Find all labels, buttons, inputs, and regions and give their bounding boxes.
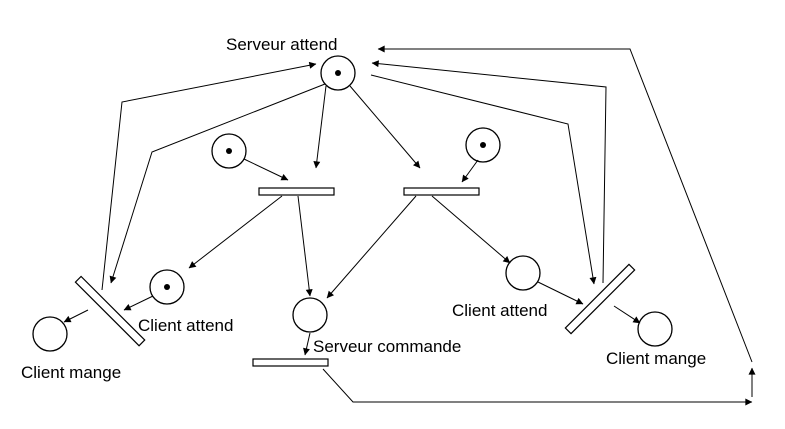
arc-request-right-to-commande	[461, 159, 479, 183]
arc-serveur-to-commande-left	[313, 85, 327, 169]
arc-serveur-to-manger-left	[109, 83, 326, 284]
transition-manger-left	[74, 275, 146, 347]
arc-servir-to-bottom	[322, 368, 753, 406]
label-client-attend-left: Client attend	[138, 316, 233, 335]
arc-commande-left-to-serveur-commande	[297, 195, 313, 297]
token-client-request-left	[226, 148, 232, 154]
label-client-mange-right: Client mange	[606, 349, 706, 368]
place-serveur-commande	[292, 297, 328, 333]
arc-client-attend-to-manger-right	[537, 281, 584, 305]
label-client-mange-left: Client mange	[21, 363, 121, 382]
place-client-request-right	[465, 127, 501, 163]
place-client-mange-right	[637, 311, 673, 347]
arc-client-attend-to-manger-left	[123, 295, 154, 311]
transition-manger-right	[564, 263, 636, 335]
arc-serveur-to-commande-right	[349, 85, 421, 169]
arc-serveur-commande-to-servir	[303, 332, 311, 356]
arc-manger-left-to-serveur	[101, 61, 317, 291]
arc-commande-left-to-client-attend	[188, 195, 283, 269]
place-client-attend-left	[149, 269, 185, 305]
place-client-mange-left	[32, 316, 68, 352]
arc-commande-right-to-serveur-commande	[326, 195, 417, 299]
place-client-attend-right	[505, 255, 541, 291]
arc-manger-right-to-client-mange	[613, 305, 641, 324]
transition-commande-right	[403, 187, 480, 196]
transition-commande-left	[258, 187, 335, 196]
token-client-attend-left	[164, 284, 170, 290]
arc-commande-right-to-client-attend	[431, 195, 511, 264]
label-serveur-commande: Serveur commande	[313, 337, 461, 356]
label-client-attend-right: Client attend	[452, 301, 547, 320]
transition-servir	[252, 358, 329, 367]
token-client-request-right	[480, 142, 486, 148]
arc-serveur-to-manger-right	[370, 74, 597, 285]
token-serveur-attend	[335, 70, 341, 76]
label-serveur-attend: Serveur attend	[226, 35, 338, 54]
place-serveur-attend	[320, 55, 356, 91]
arc-manger-right-to-serveur	[371, 60, 607, 284]
arc-manger-left-to-client-mange	[63, 309, 89, 323]
arcs	[63, 45, 756, 406]
place-client-request-left	[211, 133, 247, 169]
arc-return-to-serveur	[377, 45, 753, 363]
arc-request-left-to-commande	[243, 158, 289, 181]
